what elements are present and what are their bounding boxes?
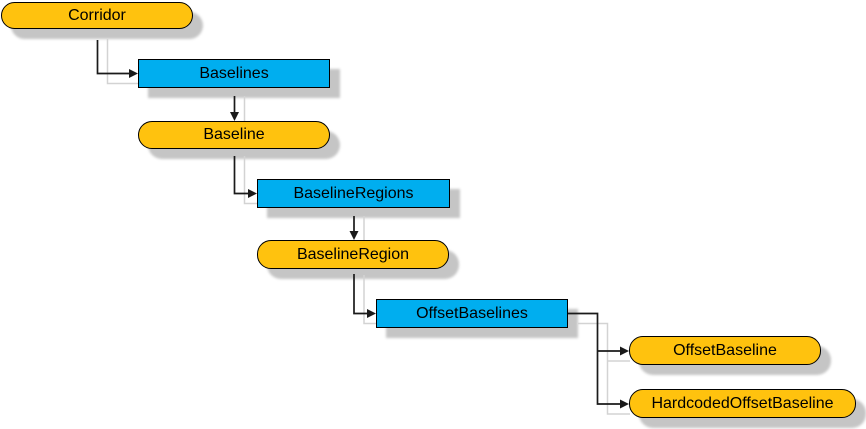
edge-shadow-baseline-baselineregions xyxy=(243,156,258,205)
node-offset-baselines: OffsetBaselines xyxy=(376,299,568,328)
node-baselines: Baselines xyxy=(138,59,330,88)
node-offset-baseline: OffsetBaseline xyxy=(629,336,821,365)
node-corridor: Corridor xyxy=(1,2,193,29)
edge-offsetbaselines-offsetbaseline xyxy=(597,346,629,356)
node-baseline: Baseline xyxy=(138,121,330,149)
arrowhead xyxy=(230,112,239,121)
arrowhead xyxy=(367,309,376,318)
arrowhead xyxy=(620,399,629,409)
arrowhead xyxy=(349,231,359,240)
edge-baseline-baselineregions xyxy=(233,156,257,198)
arrowhead xyxy=(129,69,138,78)
edge-baselines-baseline xyxy=(230,96,239,121)
edge-shadow-offsetbaselines-hardcoded xyxy=(578,322,630,415)
edge-corridor-baselines xyxy=(96,40,138,78)
edge-baselineregion-offsetbaselines xyxy=(353,274,376,318)
arrowhead xyxy=(620,346,629,356)
node-baseline-region: BaselineRegion xyxy=(257,240,449,269)
node-hardcoded-offset-baseline: HardcodedOffsetBaseline xyxy=(629,389,856,418)
arrowhead xyxy=(248,189,257,198)
edge-baselineregions-baselineregion xyxy=(349,216,359,240)
node-baseline-regions: BaselineRegions xyxy=(257,179,450,208)
